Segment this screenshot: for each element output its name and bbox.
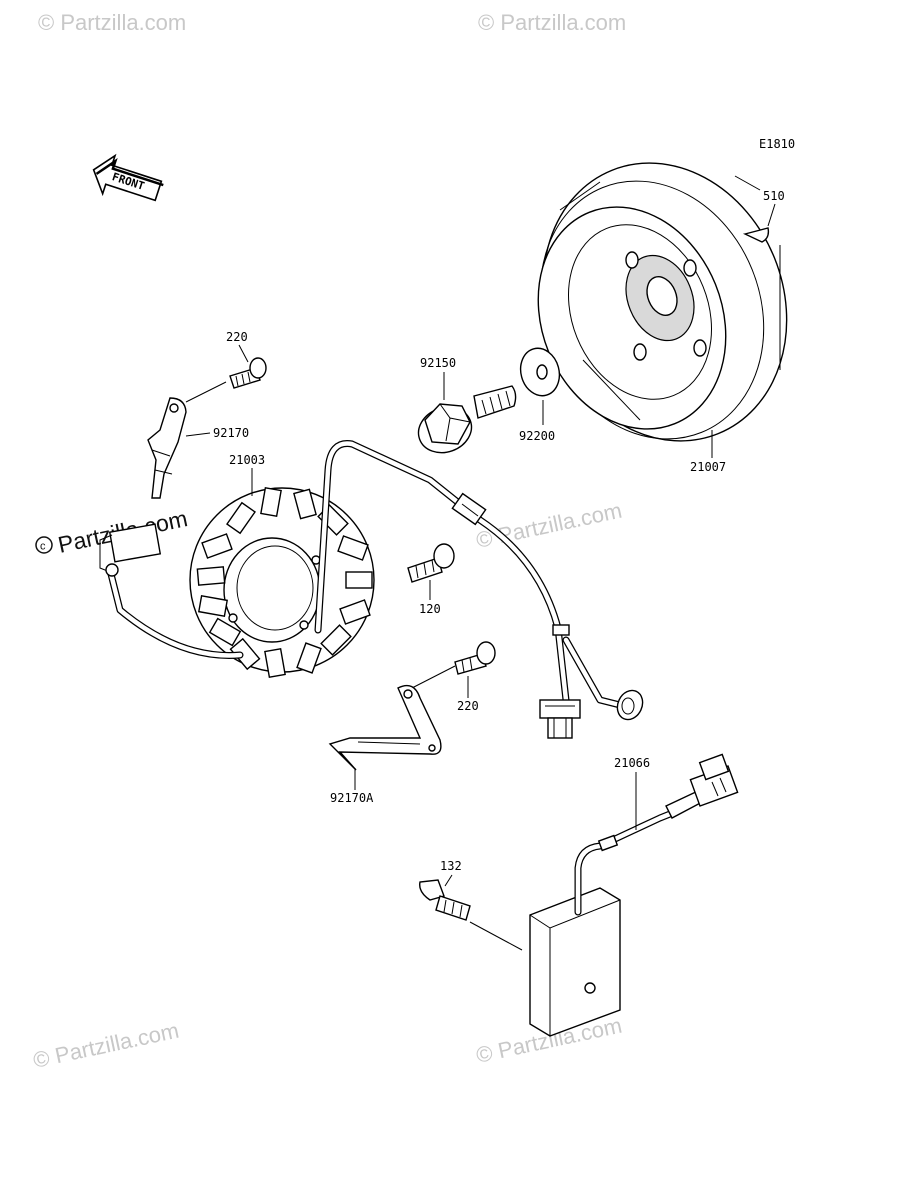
- watermark: © Partzilla.com: [31, 1018, 181, 1073]
- part-label: 21007: [690, 460, 726, 474]
- flywheel-rotor: [537, 162, 788, 442]
- stator-wiring-harness: [106, 440, 644, 739]
- flange-bolt: [419, 879, 471, 921]
- watermark: © Partzilla.com: [474, 498, 624, 553]
- diagram-code: E1810: [759, 137, 795, 151]
- stator: [189, 486, 375, 679]
- svg-text:c: c: [40, 541, 46, 553]
- bracket: [147, 397, 187, 499]
- washer: [519, 347, 561, 397]
- watermark: © Partzilla.com: [478, 10, 626, 35]
- leader-line: [185, 381, 227, 403]
- copyright-icon: [35, 536, 53, 554]
- part-label: 132: [440, 859, 462, 873]
- watermark: © Partzilla.com: [38, 10, 186, 35]
- front-arrow-icon: FRONT: [92, 153, 164, 202]
- flange-bolt: [417, 385, 517, 454]
- screw: [454, 641, 496, 675]
- part-label: 92200: [519, 429, 555, 443]
- leader-line: [238, 344, 249, 363]
- leader-line: [444, 874, 453, 887]
- part-label: 510: [763, 189, 785, 203]
- part-label: 220: [457, 699, 479, 713]
- part-label: 120: [419, 602, 441, 616]
- screw: [229, 357, 267, 389]
- leader-line: [767, 203, 776, 227]
- part-label: 21003: [229, 453, 265, 467]
- leader-line: [411, 665, 456, 689]
- woodruff-key: [742, 227, 770, 243]
- part-label: 92150: [420, 356, 456, 370]
- part-label: 92170: [213, 426, 249, 440]
- regulator-rectifier: [529, 753, 739, 1037]
- leader-line: [469, 921, 523, 951]
- part-label: 220: [226, 330, 248, 344]
- part-label: 92170A: [330, 791, 374, 805]
- part-label: 21066: [614, 756, 650, 770]
- bracket: [328, 684, 442, 771]
- screw: [407, 543, 455, 583]
- pickup-coil: [99, 523, 162, 577]
- leader-line: [185, 432, 211, 437]
